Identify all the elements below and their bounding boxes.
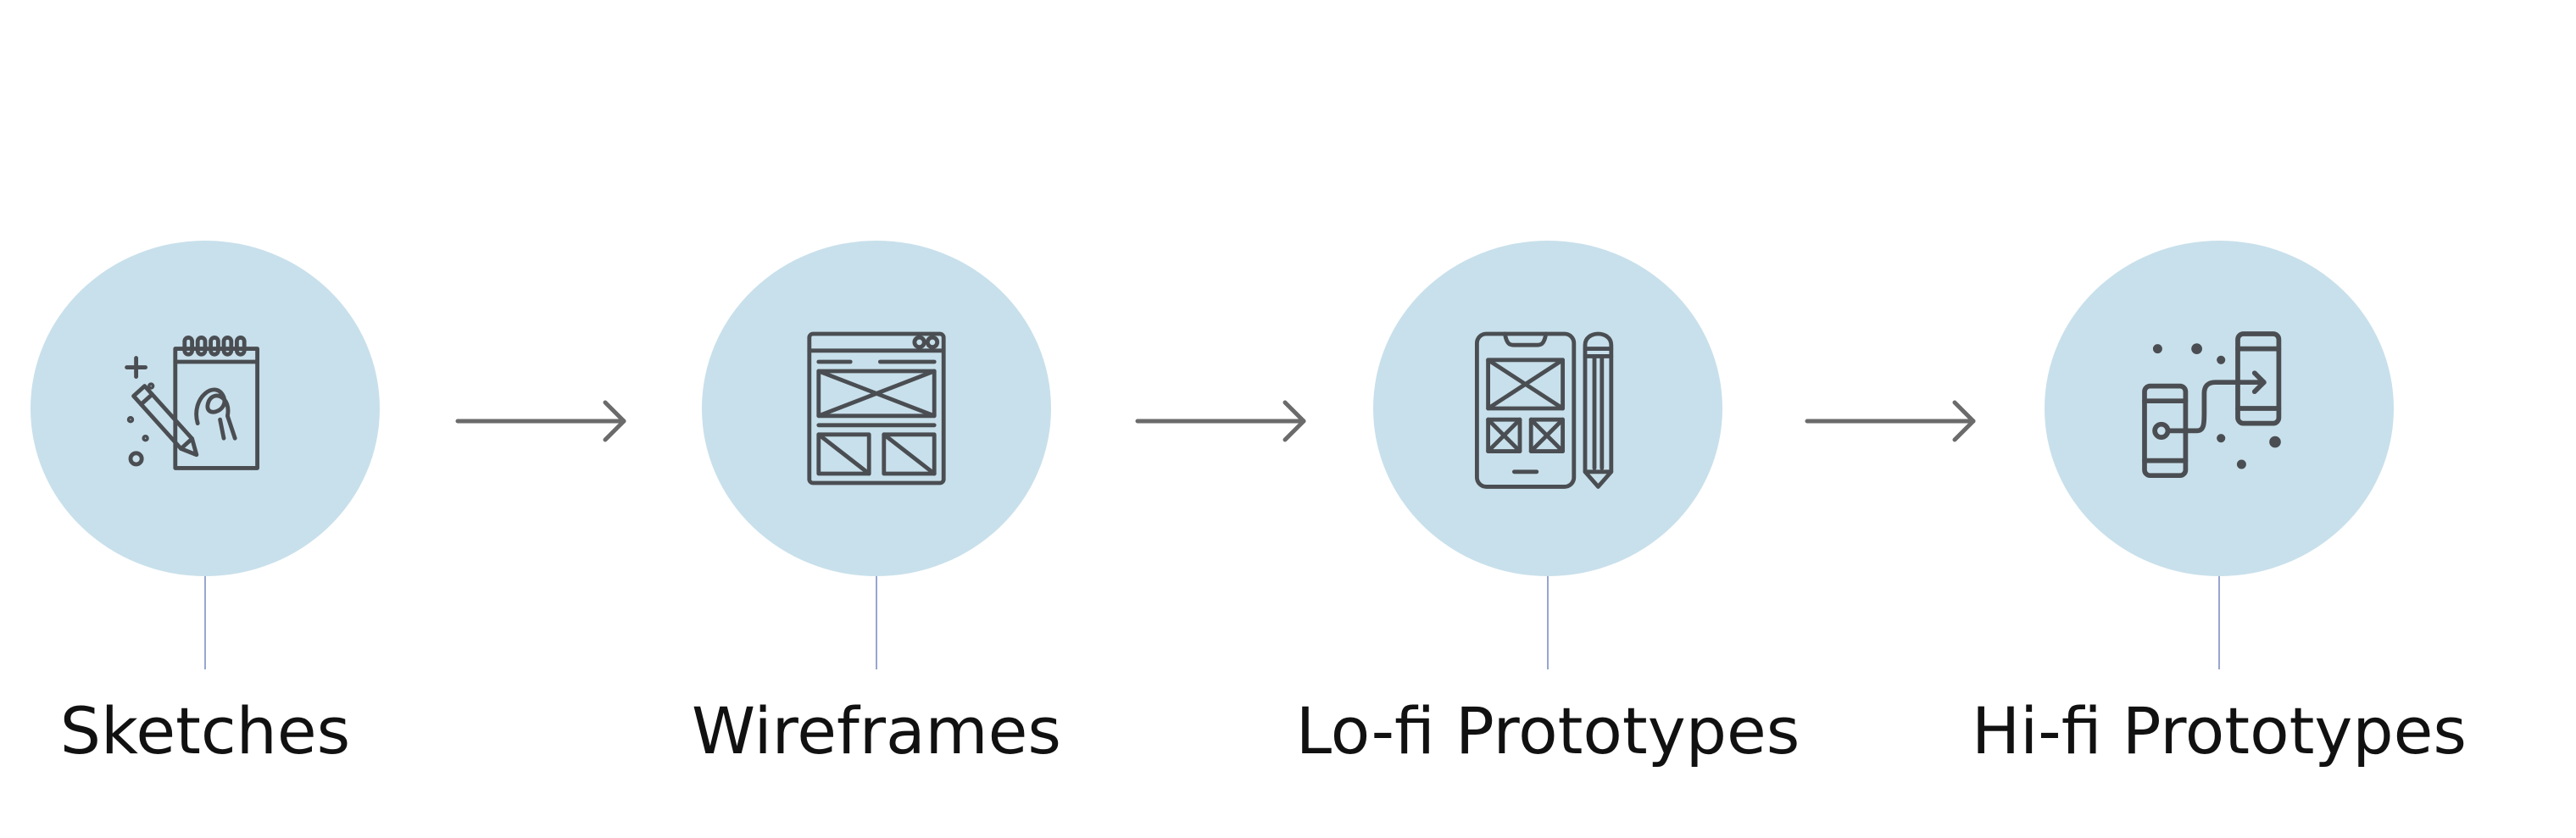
wireframe-layout-icon xyxy=(807,331,946,486)
sketch-notepad-pencil-icon xyxy=(125,335,260,470)
right-arrow-icon xyxy=(1135,400,1306,442)
stage-circle xyxy=(702,241,1051,576)
stage-label: Hi-fi Prototypes xyxy=(1972,693,2467,769)
connector-line xyxy=(1547,576,1549,669)
stage-circle xyxy=(1373,241,1722,576)
stage-circle xyxy=(31,241,380,576)
stage-label: Wireframes xyxy=(692,693,1061,769)
right-arrow-icon xyxy=(1805,400,1976,442)
stage-wireframes: Wireframes xyxy=(692,0,1061,838)
connector-line xyxy=(204,576,206,669)
stage-hifi-prototypes: Hi-fi Prototypes xyxy=(1972,0,2467,838)
connector-line xyxy=(876,576,877,669)
stage-lofi-prototypes: Lo-fi Prototypes xyxy=(1296,0,1800,838)
connector-line xyxy=(2218,576,2220,669)
stage-circle xyxy=(2045,241,2394,576)
mobile-devices-flow-icon xyxy=(2142,331,2282,479)
stage-label: Lo-fi Prototypes xyxy=(1295,693,1800,769)
stage-sketches: Sketches xyxy=(31,0,380,838)
right-arrow-icon xyxy=(455,400,626,442)
stage-label: Sketches xyxy=(59,693,351,769)
mobile-wireframe-pencil-icon xyxy=(1474,331,1614,489)
